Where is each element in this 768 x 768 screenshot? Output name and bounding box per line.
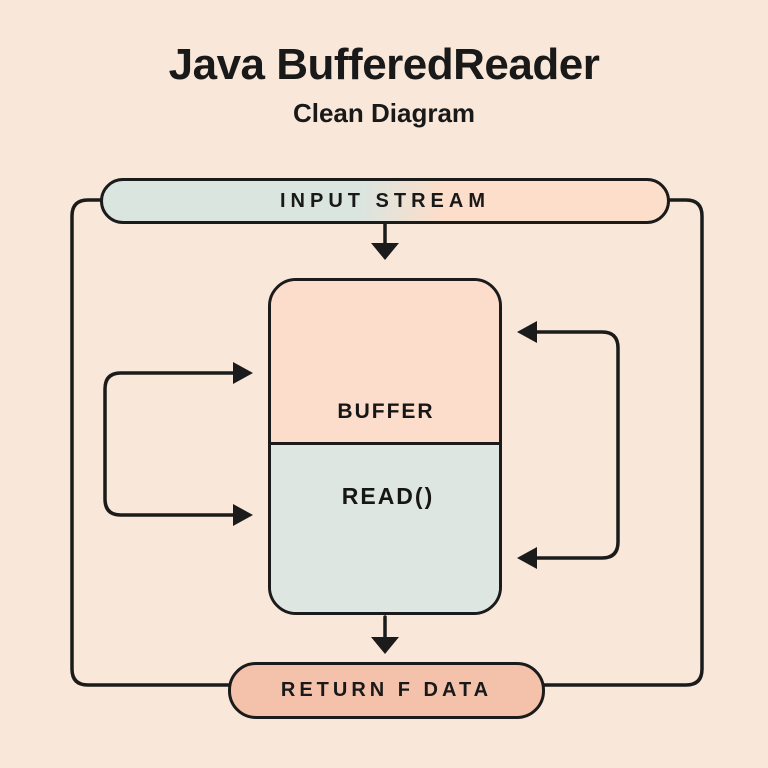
arrowhead-left-top-icon <box>233 362 253 384</box>
loop-left-bracket-line <box>103 371 235 517</box>
input-stream-label: INPUT STREAM <box>280 189 490 212</box>
loop-right-bracket-line <box>535 330 620 560</box>
input-stream-node: INPUT STREAM <box>100 178 670 224</box>
outer-loop-left-line <box>70 198 232 687</box>
arrowhead-left-bottom-icon <box>233 504 253 526</box>
page-subtitle: Clean Diagram <box>292 98 476 128</box>
read-label: READ() <box>341 483 435 509</box>
return-data-label: RETURN F DATA <box>280 679 493 701</box>
arrowhead-down-input-icon <box>371 243 399 260</box>
arrowhead-down-return-icon <box>371 637 399 654</box>
arrowhead-right-top-icon <box>517 321 537 343</box>
page-title: Java BufferedReader <box>168 40 600 89</box>
buffered-reader-box <box>268 278 502 615</box>
buffer-section <box>271 281 499 445</box>
outer-loop-right-line <box>542 198 704 687</box>
arrowhead-right-bottom-icon <box>517 547 537 569</box>
read-section <box>271 445 499 612</box>
buffer-label: BUFFER <box>337 400 435 423</box>
return-data-node: RETURN F DATA <box>228 662 545 719</box>
